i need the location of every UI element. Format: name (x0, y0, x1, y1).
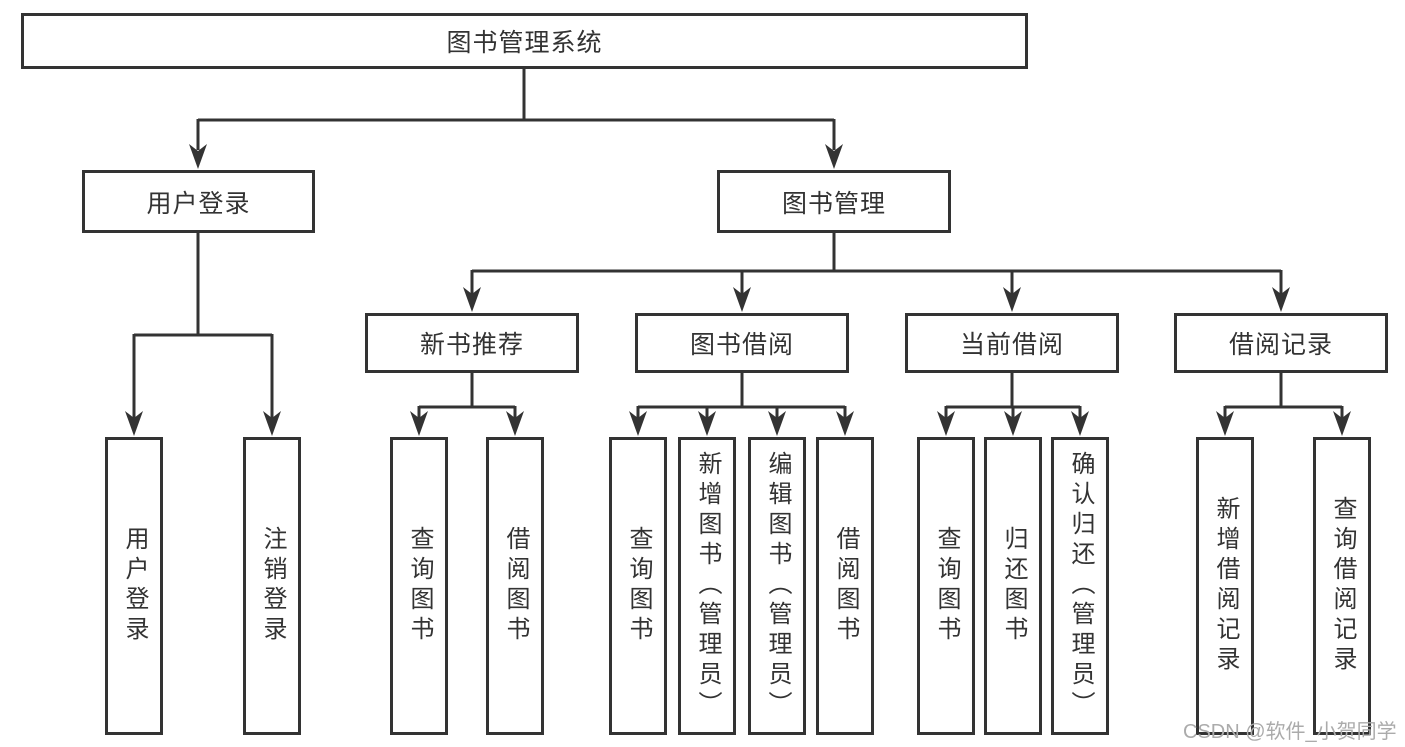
node-label: 查询图书 (933, 526, 960, 646)
node-book-management: 图书管理 (717, 170, 951, 233)
node-add-books-admin: 新增图书（管理员） (678, 437, 736, 735)
node-label: 查询图书 (625, 526, 652, 646)
node-label: 注销登录 (259, 526, 286, 646)
node-label: 新增图书（管理员） (694, 451, 721, 721)
node-add-borrow-record: 新增借阅记录 (1196, 437, 1254, 735)
node-label: 查询借阅记录 (1329, 496, 1356, 676)
node-label: 新书推荐 (419, 331, 524, 359)
node-book-borrow: 图书借阅 (635, 313, 849, 373)
node-label: 图书借阅 (689, 331, 794, 359)
node-borrow-records: 借阅记录 (1174, 313, 1388, 373)
csdn-watermark: CSDN @软件_小贺同学 (1183, 721, 1397, 743)
node-return-books: 归还图书 (984, 437, 1042, 735)
node-user-login-leaf: 用户登录 (105, 437, 163, 735)
node-user-login: 用户登录 (82, 170, 315, 233)
node-query-books: 查询图书 (917, 437, 975, 735)
node-logout-leaf: 注销登录 (243, 437, 301, 735)
node-label: 用户登录 (121, 526, 148, 646)
node-borrow-books: 借阅图书 (816, 437, 874, 735)
node-new-book-recommend: 新书推荐 (365, 313, 579, 373)
node-label: 确认归还（管理员） (1067, 451, 1094, 721)
node-query-books: 查询图书 (609, 437, 667, 735)
node-label: 借阅记录 (1228, 331, 1333, 359)
node-label: 查询图书 (406, 526, 433, 646)
node-label: 归还图书 (1000, 526, 1027, 646)
node-query-books: 查询图书 (390, 437, 448, 735)
node-library-management-system: 图书管理系统 (21, 13, 1028, 69)
node-borrow-books: 借阅图书 (486, 437, 544, 735)
node-label: 用户登录 (146, 189, 251, 218)
node-label: 编辑图书（管理员） (764, 451, 791, 721)
node-label: 新增借阅记录 (1212, 496, 1239, 676)
node-label: 借阅图书 (832, 526, 859, 646)
arrowheads (125, 144, 1351, 436)
node-label: 图书管理 (781, 189, 886, 218)
node-current-borrow: 当前借阅 (905, 313, 1119, 373)
node-query-borrow-record: 查询借阅记录 (1313, 437, 1371, 735)
node-edit-books-admin: 编辑图书（管理员） (748, 437, 806, 735)
node-confirm-return-admin: 确认归还（管理员） (1051, 437, 1109, 735)
node-label: 借阅图书 (502, 526, 529, 646)
node-label: 图书管理系统 (446, 29, 603, 57)
node-label: 当前借阅 (959, 331, 1064, 359)
